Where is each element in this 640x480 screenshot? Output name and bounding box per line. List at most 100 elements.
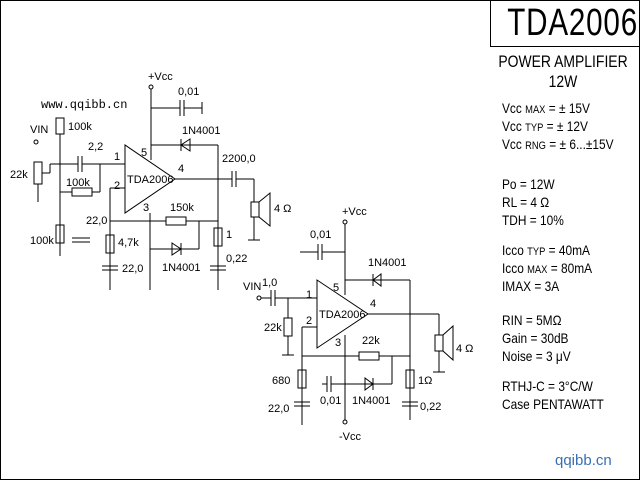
spec-name: Vcc [502, 118, 522, 134]
spec-row: RIN = 5MΩ [502, 312, 562, 328]
spec-name: Icco [502, 260, 524, 276]
c2-supply-cap-neg-label: 0,01 [320, 395, 341, 407]
c1-fb-cap-label: 22,0 [86, 215, 107, 227]
spec-value: = 30dB [530, 330, 569, 346]
spec-row: Noise = 3 μV [502, 348, 571, 364]
c2-gnd-c-label: 22,0 [268, 403, 289, 415]
amp-1-pin3: 3 [143, 202, 149, 214]
amp-1-pin5: 5 [141, 147, 147, 159]
c1-fb-gnd-r-label: 4,7k [118, 237, 139, 249]
spec-row: IMAX = 3A [502, 278, 559, 294]
spec-value: = 3 μV [535, 348, 571, 364]
amp-2-triangle [316, 279, 369, 349]
c1-bias-bot-label: 100k [30, 235, 54, 247]
spec-value: = 3°C/W [548, 378, 593, 394]
spec-name: RIN [502, 312, 523, 328]
amp-2-pin1: 1 [306, 289, 312, 301]
spec-name: Icco [502, 242, 524, 258]
c1-fb-resistor-label: 150k [170, 202, 194, 214]
c1-bias-top-label: 100k [68, 121, 92, 133]
spec-row: Icco TYP = 40mA [502, 242, 590, 258]
amp-1-pin4: 4 [178, 163, 184, 175]
amp-1-triangle [124, 144, 176, 214]
spec-row: Gain = 30dB [502, 330, 568, 346]
spec-name: RTHJ-C [502, 378, 545, 394]
spec-value: = ± 6...±15V [549, 136, 614, 152]
spec-value: = 5MΩ [525, 312, 562, 328]
subtitle: POWER AMPLIFIER [498, 52, 628, 71]
spec-row: Case PENTAWATT [502, 396, 604, 412]
c2-supply-cap-pos-label: 0,01 [310, 229, 331, 241]
c1-diode-bottom-label: 1N4001 [162, 262, 201, 274]
circuit-2: TDA2006 1 2 3 4 5 +Vcc 0,01 1N4001 4 Ω V… [243, 206, 473, 443]
spec-value: = 3A [534, 278, 560, 294]
spec-qualifier: MAX [525, 104, 546, 116]
c2-zobel-r-label: 1Ω [418, 375, 432, 387]
spec-value: = 80mA [550, 260, 593, 276]
spec-name: TDH [502, 212, 527, 228]
spec-name: Gain [502, 330, 528, 346]
spec-row: Icco MAX = 80mA [502, 260, 592, 276]
spec-value: PENTAWATT [533, 396, 604, 412]
spec-value: = 4 Ω [520, 194, 550, 210]
spec-qualifier: TYP [525, 122, 544, 134]
c1-input-pot-label: 22k [10, 169, 28, 181]
spec-value: = 12W [519, 176, 555, 192]
spec-row: Vcc TYP = ± 12V [502, 118, 588, 134]
spec-value: = 40mA [548, 242, 590, 258]
c1-bias-mid-label: 100k [66, 177, 90, 189]
watermark-bottom: qqibb.cn [555, 452, 612, 469]
c1-supply-cap-label: 0,01 [178, 86, 199, 98]
c2-vin-label: VIN [243, 281, 261, 293]
c1-input-cap-label: 2,2 [88, 141, 103, 153]
spec-qualifier: TYP [527, 246, 546, 258]
spec-name: Case [502, 396, 530, 412]
c1-zobel-r-label: 1 [226, 229, 232, 241]
c2-diode-bottom-label: 1N4001 [352, 395, 391, 407]
c2-input-cap-label: 1,0 [262, 277, 277, 289]
amp-2-label: TDA2006 [319, 309, 365, 321]
amp-1-pin1: 1 [114, 151, 120, 163]
amp-1-label: TDA2006 [127, 174, 173, 186]
spec-row: Vcc RNG = ± 6...±15V [502, 136, 614, 152]
c2-diode-top-label: 1N4001 [368, 257, 407, 269]
spec-value: = ± 12V [546, 118, 588, 134]
spec-name: IMAX [502, 278, 532, 294]
c1-zobel-c-label: 0,22 [226, 253, 247, 265]
spec-name: Vcc [502, 136, 522, 152]
watermark-top: www.qqibb.cn [41, 98, 128, 112]
c2-gnd-r-label: 680 [272, 375, 290, 387]
amp-2-pin5: 5 [333, 282, 339, 294]
spec-row: TDH = 10% [502, 212, 564, 228]
spec-name: RL [502, 194, 517, 210]
spec-name: Po [502, 176, 517, 192]
amp-2-pin4: 4 [370, 298, 376, 310]
c2-zobel-c-label: 0,22 [420, 401, 441, 413]
c2-speaker-label: 4 Ω [456, 343, 473, 355]
spec-value: = ± 15V [548, 100, 591, 116]
c1-vin-label: VIN [30, 124, 48, 136]
power-label: 12W [548, 72, 578, 91]
c1-output-cap-label: 2200,0 [222, 153, 256, 165]
spec-name: Vcc [502, 100, 522, 116]
spec-row: RL = 4 Ω [502, 194, 549, 210]
c1-diode-top-label: 1N4001 [182, 125, 221, 137]
spec-qualifier: MAX [527, 264, 548, 276]
c2-input-r-label: 22k [264, 322, 282, 334]
title-box: TDA2006 [490, 0, 639, 47]
amp-2-pin2: 2 [306, 315, 312, 327]
c2-vcc-neg-label: -Vcc [339, 431, 362, 443]
c2-fb-r-label: 22k [362, 335, 380, 347]
c2-vcc-pos-label: +Vcc [342, 206, 367, 218]
spec-name: Noise [502, 348, 533, 364]
c1-vcc-label: +Vcc [148, 71, 173, 83]
spec-row: RTHJ-C = 3°C/W [502, 378, 593, 394]
chip-title: TDA2006 [507, 2, 638, 44]
amp-2-pin3: 3 [335, 337, 341, 349]
amp-1-pin2: 2 [114, 180, 120, 192]
spec-qualifier: RNG [525, 140, 546, 152]
spec-value: = 10% [529, 212, 564, 228]
circuit-1: TDA2006 1 2 3 4 5 +Vcc 0,01 1N4001 2200,… [10, 71, 291, 290]
